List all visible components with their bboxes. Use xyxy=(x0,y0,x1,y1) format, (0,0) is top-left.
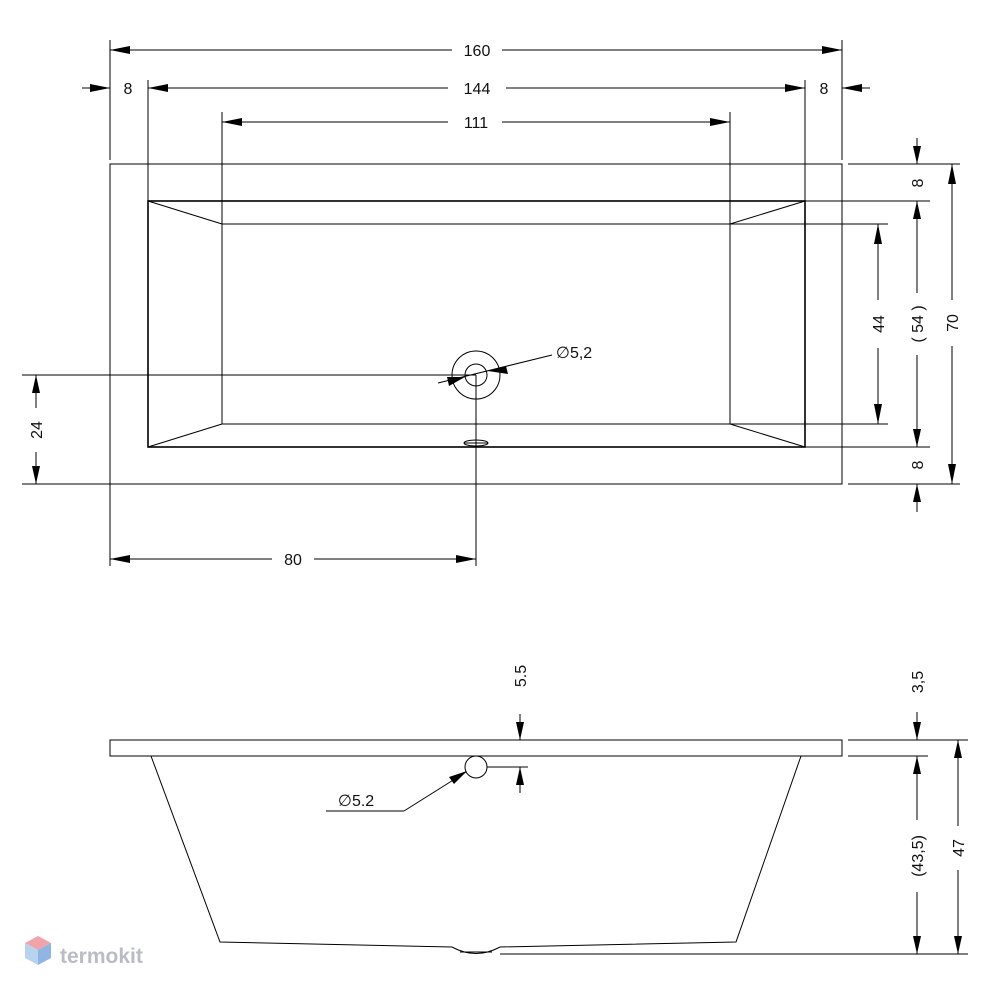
arrowhead xyxy=(32,466,40,484)
cube-face-left xyxy=(25,943,38,965)
top-view: 160 144 8 8 111 8 ( xyxy=(22,40,962,569)
arrowhead xyxy=(110,555,130,563)
dim-overall-length: 160 xyxy=(464,43,491,60)
arrowhead xyxy=(842,84,862,92)
dim-overall-height: 47 xyxy=(951,839,968,857)
cube-face-right xyxy=(38,943,51,965)
tub-body-left xyxy=(150,755,453,948)
corner-line xyxy=(729,423,806,448)
corner-line xyxy=(147,423,223,448)
arrowhead xyxy=(954,740,962,758)
dim-inner-length: 144 xyxy=(464,81,491,98)
watermark-logo: termokit xyxy=(25,936,143,968)
arrowhead xyxy=(822,46,842,54)
hexagon-cube-icon xyxy=(25,936,51,965)
dim-rim-bottom: 8 xyxy=(910,460,927,469)
side-view: 5.5 ∅5.2 3,5 (43,5) 47 xyxy=(109,665,968,955)
arrowhead xyxy=(449,771,467,784)
dim-rim-right: 8 xyxy=(820,81,829,98)
arrowhead xyxy=(913,722,921,740)
arrowhead xyxy=(954,936,962,954)
arrowhead xyxy=(222,118,242,126)
dim-drain-offset-x: 80 xyxy=(284,552,302,569)
corner-line xyxy=(147,200,223,225)
arrowhead xyxy=(516,722,524,740)
overflow-circle xyxy=(464,755,488,779)
arrowhead xyxy=(913,146,921,164)
arrowhead xyxy=(488,366,508,374)
dim-overflow-diameter: ∅5.2 xyxy=(338,793,374,810)
dim-bottom-width: 44 xyxy=(871,315,888,333)
drain-bulge xyxy=(451,946,501,954)
arrowhead xyxy=(90,84,110,92)
arrowhead xyxy=(447,377,465,386)
dim-bottom-length: 111 xyxy=(464,115,488,132)
corner-line xyxy=(729,200,806,225)
arrowhead xyxy=(913,484,921,502)
arrowhead xyxy=(874,404,882,424)
watermark-brand: termokit xyxy=(60,945,143,968)
arrowhead xyxy=(913,936,921,954)
arrowhead xyxy=(710,118,730,126)
arrowhead xyxy=(948,464,956,484)
dim-inner-width: ( 54 ) xyxy=(910,305,927,342)
dim-top-offset: 5.5 xyxy=(513,665,530,687)
arrowhead xyxy=(32,375,40,393)
arrowhead xyxy=(148,84,168,92)
side-rim-outline xyxy=(109,739,843,757)
dim-drain-offset-y: 24 xyxy=(29,421,46,439)
arrowhead xyxy=(913,756,921,774)
arrowhead xyxy=(948,164,956,184)
dim-depth: (43,5) xyxy=(910,835,927,877)
tub-body-right xyxy=(499,755,802,948)
arrowhead xyxy=(516,767,524,785)
dim-drain-diameter: ∅5,2 xyxy=(556,345,592,362)
dim-rim-height: 3,5 xyxy=(910,671,927,693)
arrowhead xyxy=(785,84,805,92)
dim-rim-left: 8 xyxy=(124,81,133,98)
dim-overall-width: 70 xyxy=(945,314,962,332)
arrowhead xyxy=(874,224,882,244)
dim-rim-top: 8 xyxy=(910,178,927,187)
arrowhead xyxy=(456,555,476,563)
arrowhead xyxy=(110,46,130,54)
arrowhead xyxy=(913,429,921,447)
